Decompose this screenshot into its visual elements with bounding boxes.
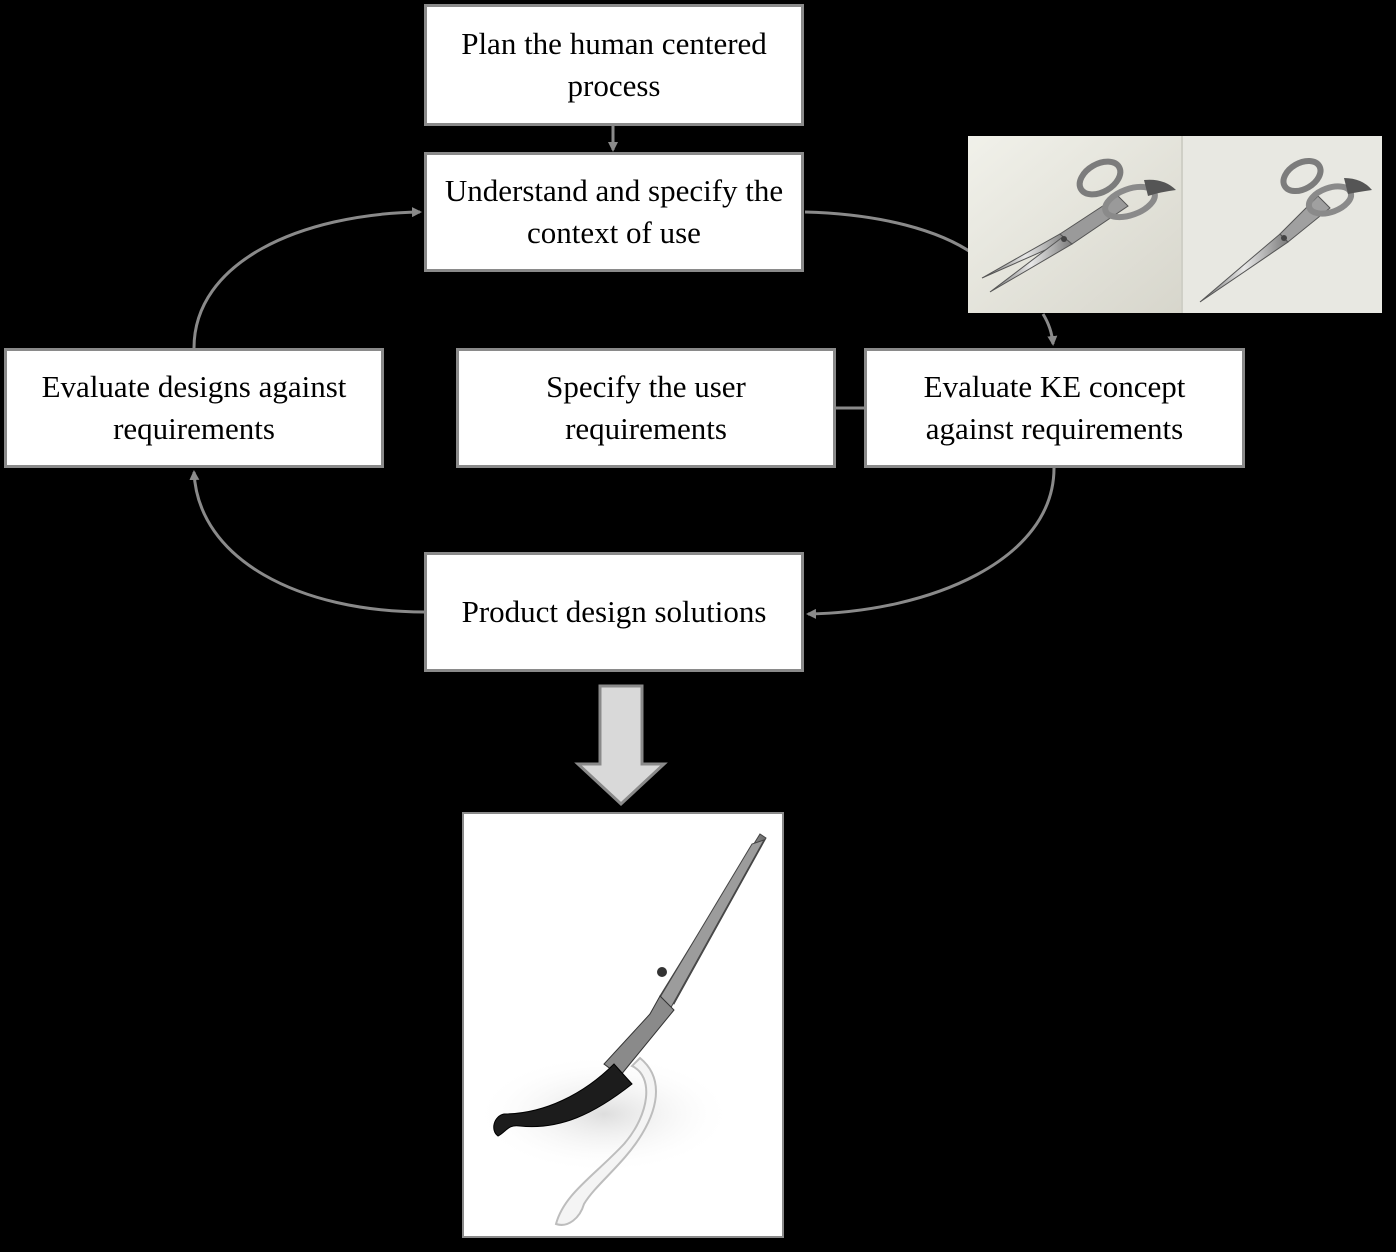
specify-user-box: Specify the user requirements: [456, 348, 836, 468]
product-design-solutions-box: Product design solutions: [424, 552, 804, 672]
product-design-solutions-box-label: Product design solutions: [461, 594, 767, 629]
arrow-evaluate-ke-to-product: [806, 467, 1056, 619]
evaluate-ke-box-label: Evaluate KE concept against requirements: [923, 369, 1186, 446]
final-product-image: [462, 812, 784, 1238]
arrow-product-to-evaluate-designs: [189, 470, 426, 614]
understand-box: Understand and specify the context of us…: [424, 152, 804, 272]
evaluate-designs-box-label: Evaluate designs against requirements: [41, 369, 347, 446]
evaluate-ke-box: Evaluate KE concept against requirements: [864, 348, 1245, 468]
big-down-arrow-icon: [574, 684, 668, 807]
arrow-evaluate-designs-to-understand: [192, 207, 422, 349]
understand-box-label: Understand and specify the context of us…: [444, 173, 784, 250]
concept-renders-image: [968, 136, 1382, 313]
scissors-concept-icon: [968, 136, 1382, 313]
specify-user-box-label: Specify the user requirements: [546, 369, 746, 446]
plan-box-label: Plan the human centered process: [461, 26, 767, 103]
evaluate-designs-box: Evaluate designs against requirements: [4, 348, 384, 468]
arrow-concepts-to-evaluate-ke: [1041, 313, 1058, 346]
scissors-product-icon: [474, 833, 767, 1226]
arrow-understand-to-concepts: [804, 210, 976, 257]
plan-box: Plan the human centered process: [424, 4, 804, 126]
